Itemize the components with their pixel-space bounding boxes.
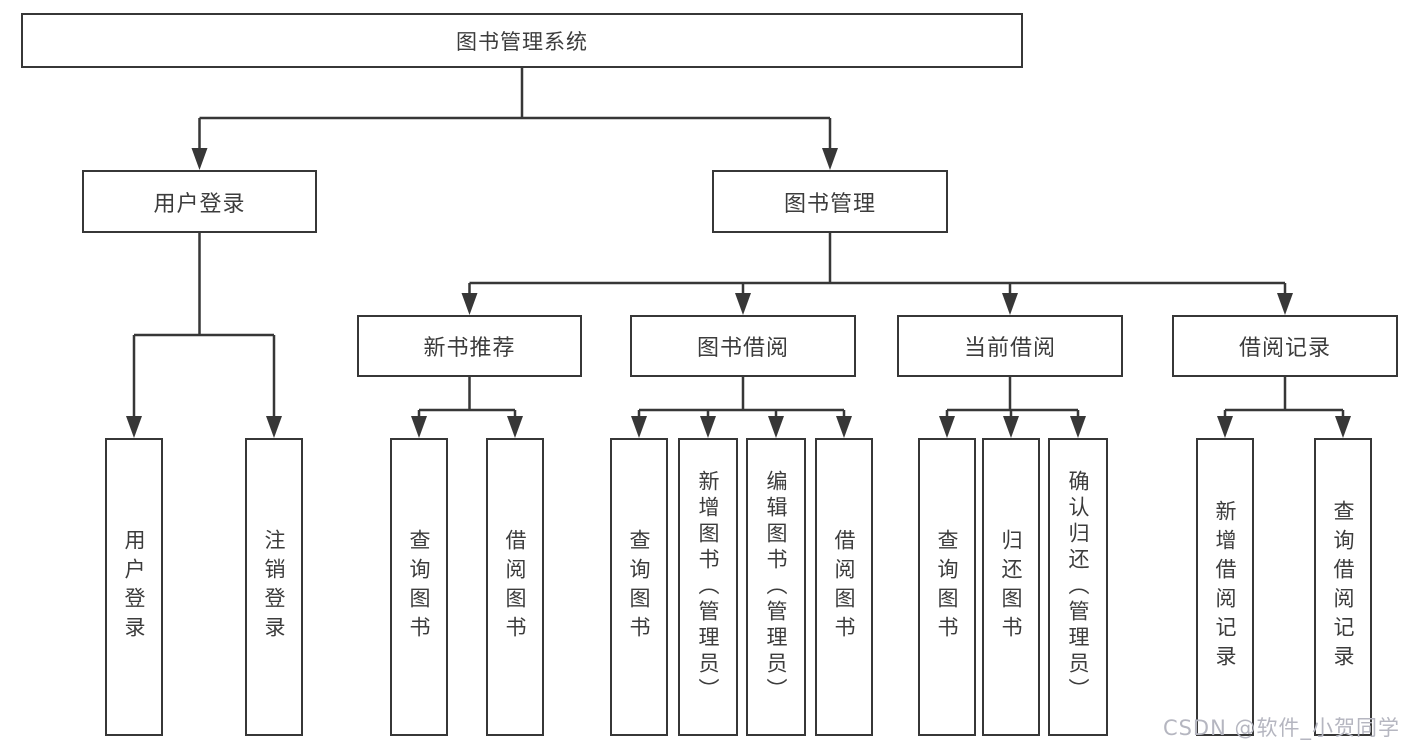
- leaf-logout: 注销登录: [245, 438, 303, 736]
- arrowhead: [836, 416, 852, 438]
- arrowhead: [631, 416, 647, 438]
- arrowhead: [461, 293, 478, 315]
- node-root-system: 图书管理系统: [21, 13, 1023, 68]
- node-current-borrow: 当前借阅: [897, 315, 1123, 377]
- node-borrow-record: 借阅记录: [1172, 315, 1398, 377]
- node-book-borrow: 图书借阅: [630, 315, 856, 377]
- arrowhead: [266, 416, 282, 438]
- arrowhead: [1217, 416, 1233, 438]
- csdn-watermark: CSDN @软件_小贺同学: [1162, 716, 1400, 740]
- arrowhead: [126, 416, 142, 438]
- node-user-login: 用户登录: [82, 170, 317, 233]
- arrowhead: [1070, 416, 1086, 438]
- arrowhead: [507, 416, 523, 438]
- node-book-management: 图书管理: [712, 170, 948, 233]
- leaf-query-book: 查询图书: [918, 438, 976, 736]
- leaf-add-borrow-record: 新增借阅记录: [1196, 438, 1254, 736]
- arrowhead: [191, 148, 208, 170]
- leaf-query-borrow-record: 查询借阅记录: [1314, 438, 1372, 736]
- node-new-book-recommend: 新书推荐: [357, 315, 582, 377]
- connector-newbook-to-leaves: [411, 377, 523, 438]
- arrowhead: [1003, 416, 1019, 438]
- arrowhead: [1277, 293, 1293, 315]
- leaf-query-book: 查询图书: [390, 438, 448, 736]
- connector-userlogin-to-leaves: [126, 233, 282, 438]
- connector-currentborrow-to-leaves: [939, 377, 1086, 438]
- arrowhead: [768, 416, 784, 438]
- leaf-user-login: 用户登录: [105, 438, 163, 736]
- arrowhead: [411, 416, 427, 438]
- arrowhead: [700, 416, 716, 438]
- leaf-add-book-admin: 新增图书（管理员）: [678, 438, 738, 736]
- leaf-query-book: 查询图书: [610, 438, 668, 736]
- leaf-edit-book-admin: 编辑图书（管理员）: [746, 438, 806, 736]
- connector-root-to-level1: [191, 68, 838, 170]
- arrowhead: [822, 148, 838, 170]
- arrowhead: [1002, 293, 1018, 315]
- leaf-borrow-book: 借阅图书: [486, 438, 544, 736]
- connector-borrowrecord-to-leaves: [1217, 377, 1351, 438]
- arrowhead: [939, 416, 955, 438]
- connector-bookmgmt-to-level2: [461, 233, 1293, 315]
- arrowhead: [735, 293, 751, 315]
- connector-bookborrow-to-leaves: [631, 377, 852, 438]
- arrowhead: [1335, 416, 1351, 438]
- leaf-borrow-book: 借阅图书: [815, 438, 873, 736]
- leaf-confirm-return-admin: 确认归还（管理员）: [1048, 438, 1108, 736]
- leaf-return-book: 归还图书: [982, 438, 1040, 736]
